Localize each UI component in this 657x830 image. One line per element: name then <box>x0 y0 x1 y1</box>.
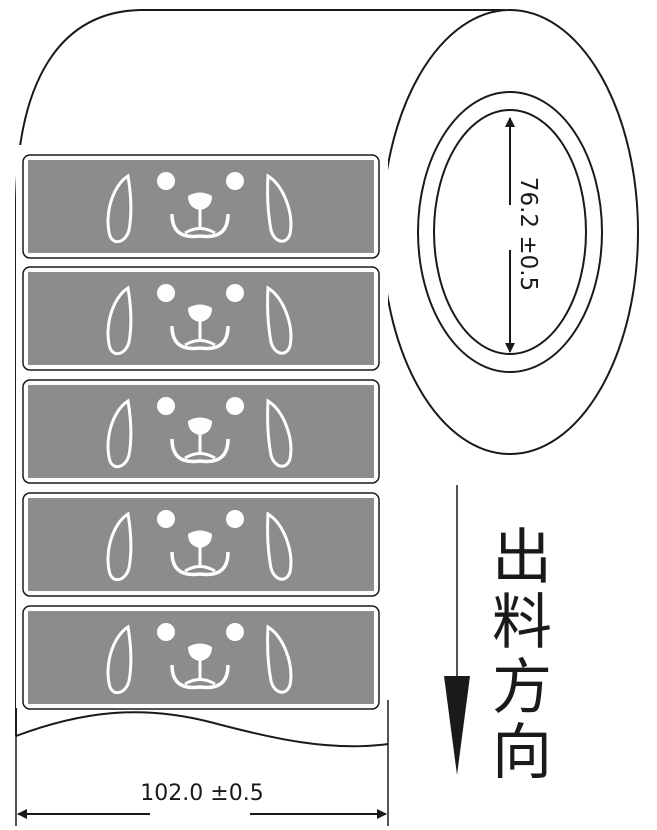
label-1 <box>22 154 380 259</box>
direction-char-4: 向 <box>492 718 552 788</box>
core-outer-ring <box>417 91 603 373</box>
roll-end-outer <box>381 9 639 455</box>
label-2 <box>22 266 380 371</box>
direction-char-3: 方 <box>492 653 552 723</box>
width-label: 102.0 ±0.5 <box>140 781 263 806</box>
liner-wave-edge <box>15 711 389 748</box>
core-inner-ring <box>433 109 587 355</box>
direction-char-1: 出 <box>492 523 552 593</box>
feed-direction-arrowhead <box>444 676 470 775</box>
core-diameter-label: 76.2 ±0.5 <box>515 177 541 291</box>
direction-char-2: 料 <box>492 588 552 658</box>
label-4 <box>22 492 380 597</box>
label-3 <box>22 379 380 484</box>
label-5 <box>22 605 380 710</box>
